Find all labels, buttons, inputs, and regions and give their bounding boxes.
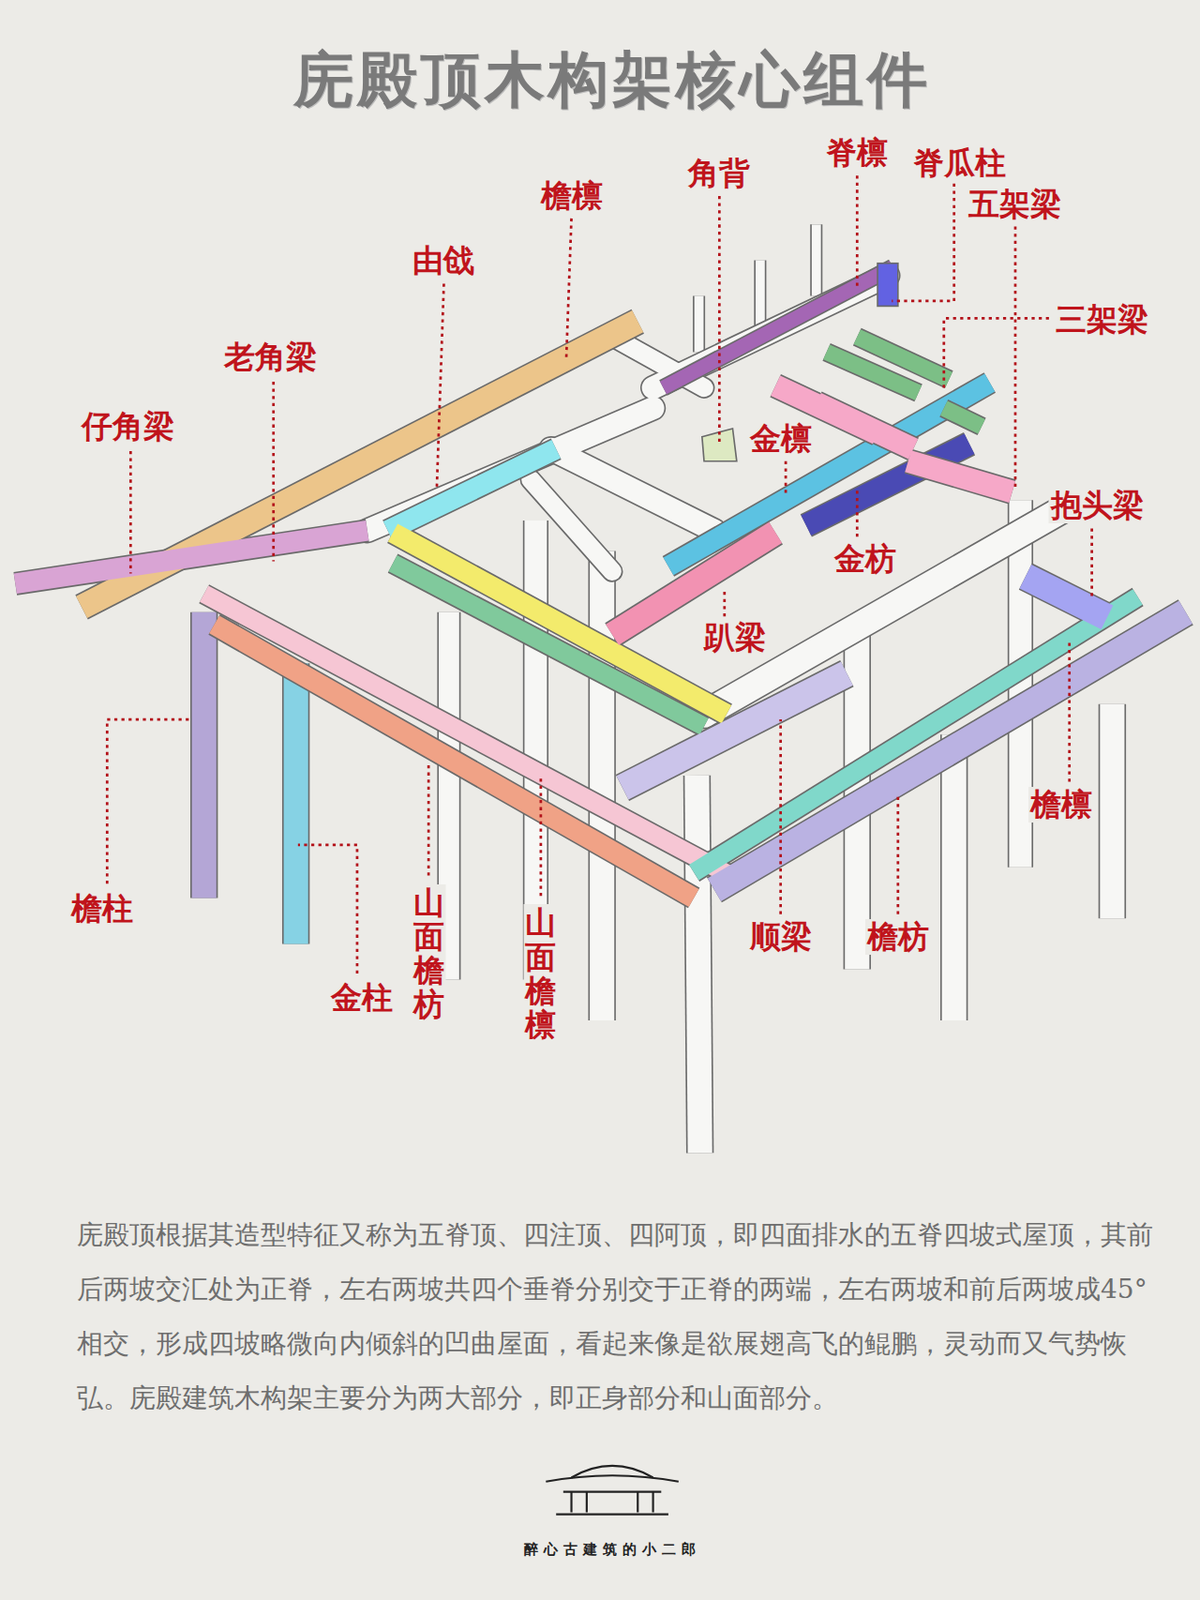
part-label: 五架梁 (966, 186, 1064, 223)
part-label: 顺梁 (748, 918, 814, 955)
diagram-title: 庑殿顶木构架核心组件 (293, 38, 931, 120)
part-label: 金柱 (329, 980, 395, 1017)
part-label: 山面檐枋 (411, 884, 447, 1024)
part-label: 角背 (686, 155, 752, 192)
part-label: 檐柱 (69, 890, 135, 927)
watermark: 醉心古建筑的小二郎 (524, 1540, 702, 1559)
part-label: 金枋 (832, 540, 899, 577)
part-label: 老角梁 (222, 339, 319, 375)
part-label: 三架梁 (1053, 301, 1151, 338)
part-label: 趴梁 (702, 619, 768, 656)
part-label: 檐檩 (539, 178, 605, 214)
part-label: 山面檐檩 (523, 903, 558, 1044)
part-label: 金檩 (748, 420, 814, 457)
part-label: 由戗 (410, 242, 477, 279)
part-label: 檐枋 (865, 918, 931, 955)
part-label: 脊瓜柱 (911, 145, 1008, 181)
part-label: 脊檩 (824, 135, 890, 171)
part-label: 仔角梁 (79, 408, 177, 445)
part-label: 檐檩 (1028, 786, 1095, 823)
caption-paragraph: 庑殿顶根据其造型特征又称为五脊顶、四注顶、四阿顶，即四面排水的五脊四坡式屋顶，其… (76, 1207, 1174, 1425)
part-label: 抱头梁 (1049, 487, 1146, 524)
